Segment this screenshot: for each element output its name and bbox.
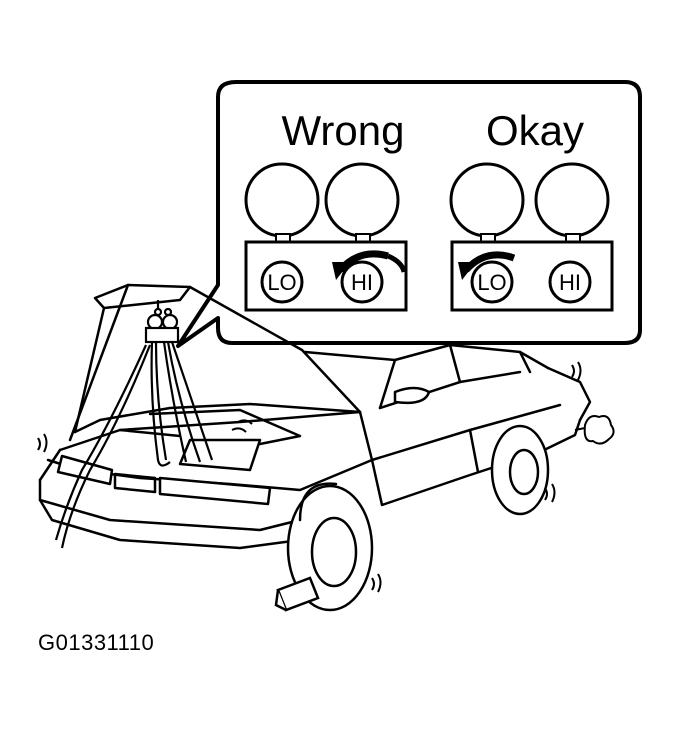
exhaust-icon	[574, 415, 615, 445]
rotation-arrow-icon	[332, 250, 407, 280]
wrong-hi-valve	[340, 260, 384, 304]
manifold-gauge-icon	[144, 300, 180, 344]
vibration-marks	[37, 361, 582, 593]
wrong-lo-valve	[260, 260, 304, 304]
wrong-hi-label: HI	[351, 270, 373, 295]
hose-icon	[54, 341, 214, 549]
wrong-section: Wrong LO HI	[244, 107, 408, 312]
okay-section: Okay LO HI	[449, 107, 614, 312]
wrong-left-gauge-dial	[244, 162, 320, 238]
rotation-arrow-icon	[458, 251, 516, 280]
okay-left-gauge-dial	[449, 162, 525, 238]
okay-hi-valve	[548, 260, 592, 304]
wheel-chock-icon	[274, 576, 320, 612]
okay-title: Okay	[486, 107, 584, 154]
figure-code: G01331110	[38, 630, 155, 655]
okay-lo-label: LO	[477, 270, 506, 295]
wrong-lo-label: LO	[267, 270, 296, 295]
wrong-right-gauge-dial	[324, 162, 400, 238]
okay-hi-label: HI	[559, 270, 581, 295]
okay-lo-valve	[470, 260, 514, 304]
okay-right-gauge-dial	[534, 162, 610, 238]
wrong-title: Wrong	[282, 107, 405, 154]
